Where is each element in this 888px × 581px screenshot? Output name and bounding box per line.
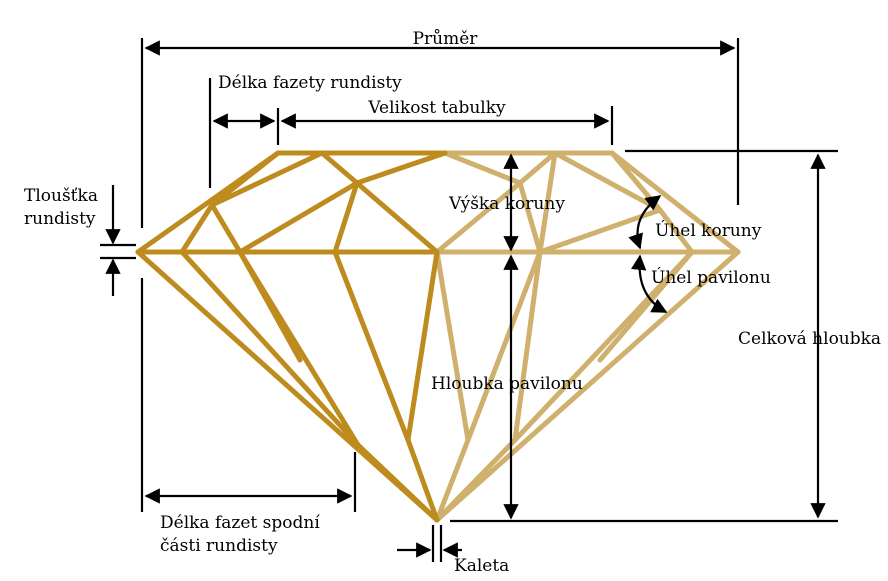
label-tloustka-2: rundisty: [24, 209, 96, 229]
label-delka-fazet-spodni-1: Délka fazet spodní: [160, 513, 320, 533]
label-celkova-hloubka: Celková hloubka: [738, 329, 881, 349]
dimension-lines: [100, 38, 838, 562]
label-kaleta: Kaleta: [454, 556, 509, 576]
uhel-koruny-arc: [628, 195, 662, 250]
diamond-left-facets: [135, 150, 448, 523]
labels: Průměr Délka fazety rundisty Velikost ta…: [24, 29, 881, 576]
label-uhel-koruny: Úhel koruny: [655, 220, 762, 241]
label-tloustka-1: Tloušťka: [24, 186, 98, 206]
label-vyska-koruny: Výška koruny: [448, 194, 565, 214]
uhel-pavilonu-arc: [630, 254, 668, 313]
label-hloubka-pavilonu: Hloubka pavilonu: [431, 374, 583, 394]
label-uhel-pavilonu: Úhel pavilonu: [651, 267, 771, 288]
label-delka-fazet-spodni-2: části rundisty: [160, 536, 278, 556]
label-velikost-tabulky: Velikost tabulky: [367, 98, 506, 118]
label-delka-fazety-rundisty: Délka fazety rundisty: [218, 73, 402, 93]
label-prumer: Průměr: [413, 29, 479, 49]
